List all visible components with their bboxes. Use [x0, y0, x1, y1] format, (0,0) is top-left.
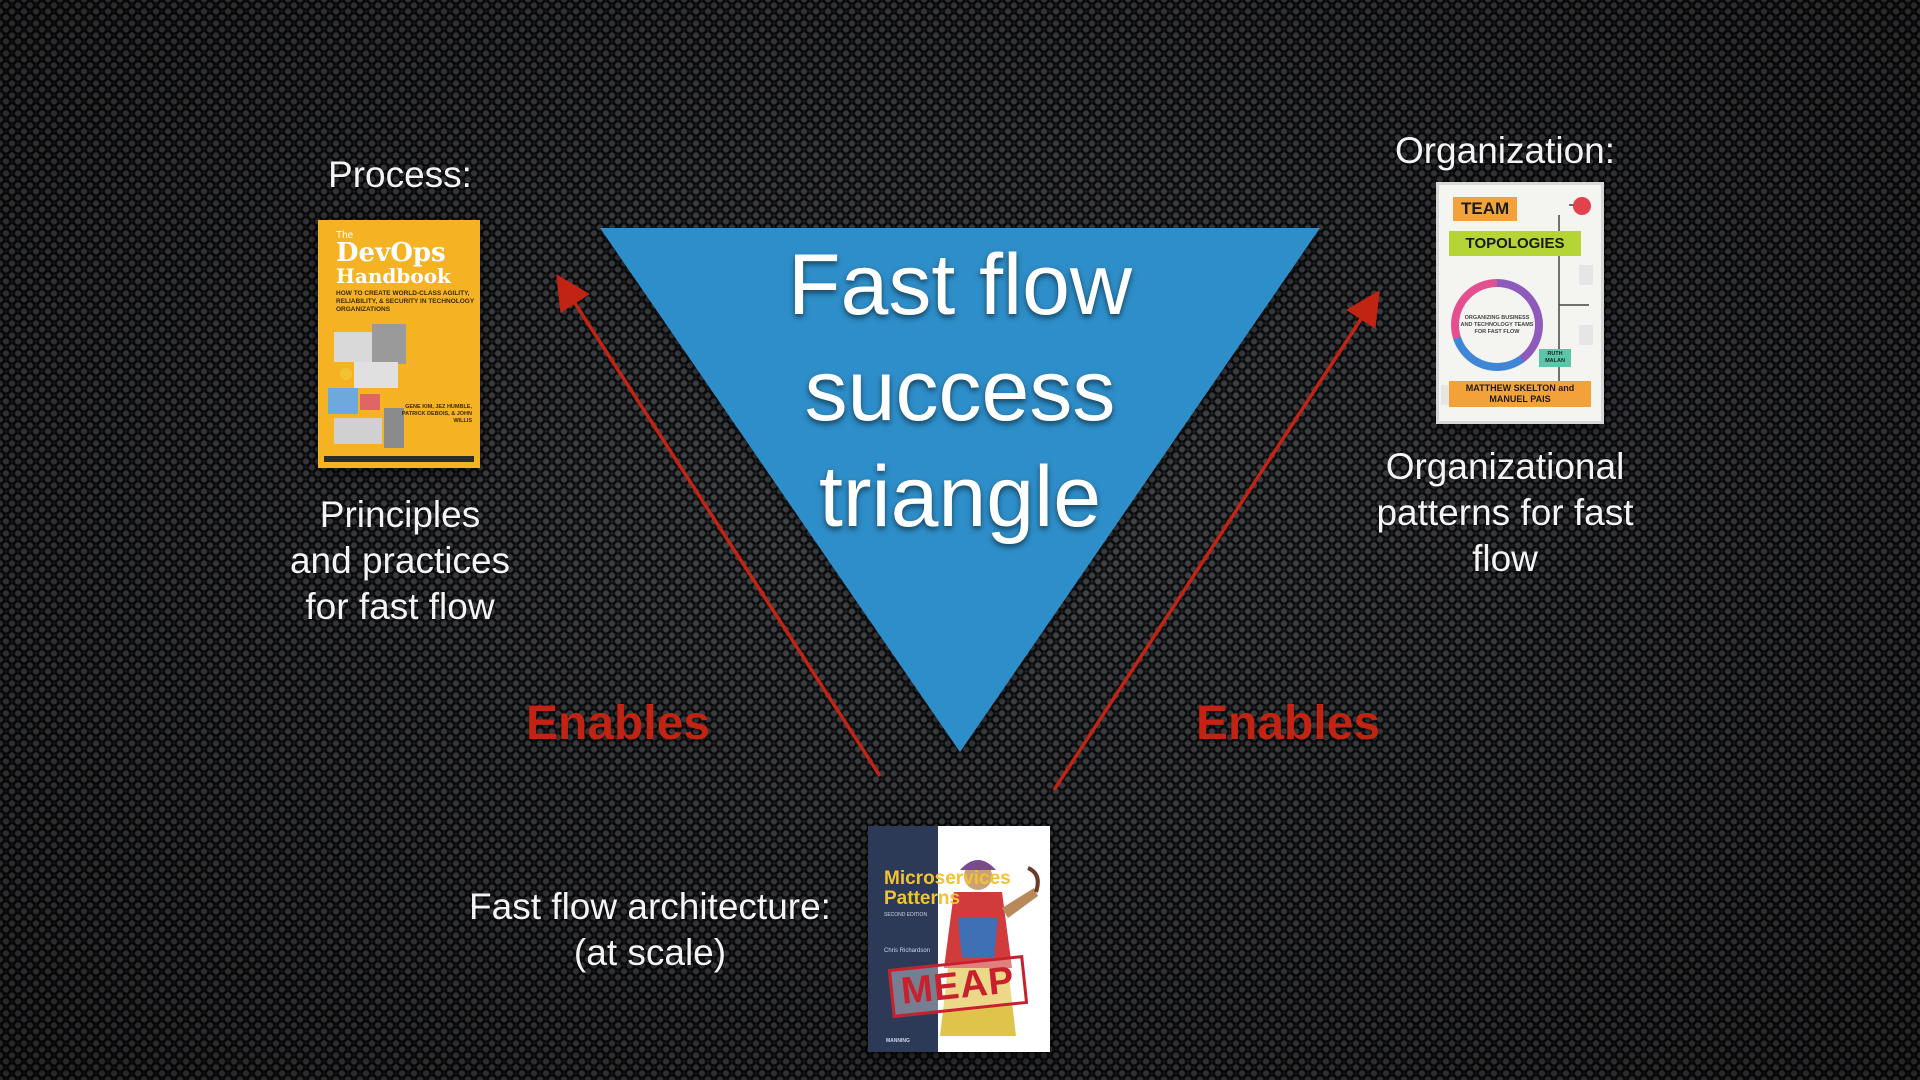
team-topologies-cover: TEAM TOPOLOGIES ORGANIZING BUSINESS AND …	[1436, 182, 1604, 424]
book-foreword: RUTH MALAN	[1539, 349, 1571, 367]
triangle-title-line: success	[804, 343, 1116, 439]
cover-ring: ORGANIZING BUSINESS AND TECHNOLOGY TEAMS…	[1451, 279, 1543, 371]
enables-label-left: Enables	[526, 697, 711, 750]
book-authors: GENE KIM, JEZ HUMBLE, PATRICK DEBOIS, & …	[401, 404, 472, 424]
caption-line: for fast flow	[305, 586, 495, 627]
book-title: DevOps	[336, 238, 446, 268]
triangle-title-line: triangle	[818, 449, 1102, 545]
book-title: Patterns	[884, 888, 961, 909]
arrow-architecture-to-organization	[1052, 290, 1380, 791]
cover-spine-panel	[868, 826, 938, 1052]
triangle-title: Fast flow success triangle	[760, 232, 1160, 550]
caption-line: Organizational	[1385, 446, 1625, 487]
caption-line: Principles	[319, 494, 481, 535]
cover-dot	[1573, 197, 1591, 215]
cover-illustration	[940, 860, 1040, 1036]
success-triangle	[600, 228, 1320, 752]
triangle-title-line: Fast flow	[787, 237, 1133, 333]
book-title: Handbook	[336, 264, 451, 288]
caption-line: flow	[1472, 538, 1538, 579]
cover-band	[324, 456, 474, 462]
architecture-heading: Fast flow architecture: (at scale)	[440, 884, 860, 976]
book-title: Microservices	[884, 868, 1011, 889]
cover-illustration	[328, 324, 406, 448]
book-authors: MATTHEW SKELTON and MANUEL PAIS	[1449, 381, 1591, 407]
book-title: TOPOLOGIES	[1449, 231, 1581, 256]
organization-caption: Organizational patterns for fast flow	[1355, 444, 1655, 582]
enables-label-right: Enables	[1196, 697, 1381, 750]
book-subtitle: HOW TO CREATE WORLD-CLASS AGILITY, RELIA…	[336, 290, 475, 313]
caption-line: and practices	[289, 540, 511, 581]
book-title-prefix: The	[336, 230, 354, 241]
heading-line: Fast flow architecture:	[469, 886, 831, 927]
microservices-patterns-cover: Microservices Patterns SECOND EDITION Ch…	[868, 826, 1050, 1052]
process-caption: Principles and practices for fast flow	[270, 492, 530, 630]
book-edition: SECOND EDITION	[884, 912, 928, 918]
organization-heading: Organization:	[1394, 130, 1616, 171]
arrow-architecture-to-process	[556, 274, 882, 777]
book-author: Chris Richardson	[884, 948, 931, 954]
publisher-logo: MANNING	[886, 1038, 910, 1044]
book-subtitle: ORGANIZING BUSINESS AND TECHNOLOGY TEAMS…	[1459, 287, 1535, 363]
process-heading: Process:	[328, 154, 472, 195]
devops-handbook-cover: The DevOps Handbook HOW TO CREATE WORLD-…	[318, 220, 480, 468]
book-title: TEAM	[1453, 197, 1518, 221]
caption-line: patterns for fast	[1376, 492, 1634, 533]
heading-line: (at scale)	[573, 932, 727, 973]
